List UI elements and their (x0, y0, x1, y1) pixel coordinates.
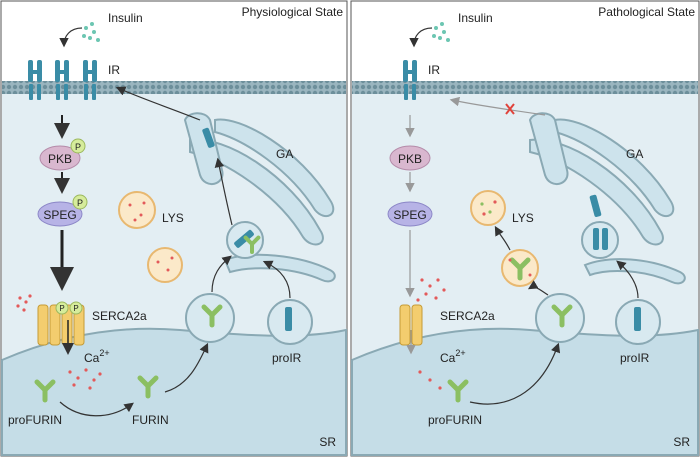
left-serca-p2-label: P (73, 304, 78, 313)
left-lys-label: LYS (162, 211, 184, 225)
right-ir-golgi-stack (589, 194, 602, 217)
right-arrow-lysosome-lysosome (494, 225, 511, 251)
right-serca-label: SERCA2a (440, 309, 495, 323)
left-lysosome-1 (118, 191, 156, 229)
left-profurin-label: proFURIN (8, 413, 62, 427)
left-ga-label: GA (276, 147, 293, 161)
right-calcium-dots-sr (418, 370, 442, 390)
left-pkb-label: PKB (48, 152, 72, 166)
left-proir-molecule (285, 307, 292, 331)
left-pkb-phospho (70, 138, 86, 154)
left-golgi (183, 112, 336, 283)
right-pkb (389, 145, 431, 171)
left-serca-p1-label: P (59, 304, 64, 313)
right-proir-label: proIR (620, 351, 650, 365)
right-speg-label: SPEG (393, 208, 426, 222)
left-insulin-arrow (59, 27, 83, 48)
left-speg-label: SPEG (43, 208, 76, 222)
left-arrow-profurin-furin (59, 401, 134, 417)
left-ir-transport (202, 127, 215, 148)
left-serca2a (37, 304, 85, 346)
left-ir-label: IR (108, 63, 120, 77)
left-lysosome-2 (147, 247, 183, 283)
right-lys-label: LYS (512, 211, 534, 225)
left-serca-phospho-1 (55, 301, 69, 315)
right-calcium-dots-top (416, 278, 446, 302)
right-ga-label: GA (626, 147, 643, 161)
left-calcium-dots-sr (68, 368, 102, 390)
right-ir-label: IR (428, 63, 440, 77)
right-insulin-dots (432, 22, 450, 42)
left-pkb-p-label: P (75, 142, 81, 152)
right-ca-label: Ca2+ (440, 348, 466, 365)
left-calcium-dots-top (16, 294, 32, 312)
right-arrow-to-lysosome (527, 280, 549, 296)
right-profurin-label: proFURIN (428, 413, 482, 427)
right-proir-molecule (634, 307, 641, 331)
left-arrow-proir-golgi (262, 260, 291, 299)
left-pkb (39, 145, 81, 171)
right-sr-label: SR (673, 435, 690, 449)
left-title: Physiological State (242, 5, 344, 19)
left-insulin-dots (82, 22, 100, 42)
right-lysosome-2 (501, 249, 539, 287)
right-lysosome-1 (470, 190, 506, 226)
left-serca-label: SERCA2a (92, 309, 147, 323)
left-speg (37, 201, 83, 227)
right-block-mark (505, 103, 515, 115)
left-arrow-vesicle-golgi (211, 255, 232, 293)
left-sr (1, 327, 347, 456)
left-arrow-golgi-out (214, 157, 233, 226)
left-ca-label: Ca2+ (84, 348, 110, 365)
left-proir-label: proIR (272, 351, 302, 365)
right-arrow-blocked (449, 96, 546, 116)
left-arrow-furin-vesicle (164, 342, 209, 393)
right-title: Pathological State (598, 5, 695, 19)
left-plasma-membrane (2, 81, 346, 94)
left-furin-label: FURIN (132, 413, 169, 427)
right-ir-in-golgi-1 (593, 228, 599, 250)
right-panel: Pathological State Insulin IR PKB SPEG L… (350, 0, 700, 457)
left-sr-label: SR (319, 435, 336, 449)
right-speg (387, 201, 433, 227)
right-pkb-label: PKB (398, 152, 422, 166)
left-arrow-to-membrane (115, 86, 201, 121)
left-speg-phospho (72, 194, 88, 210)
right-insulin-label: Insulin (458, 11, 493, 25)
right-ir-in-golgi-2 (602, 228, 608, 250)
right-arrow-proir-golgi (616, 260, 639, 299)
right-plasma-membrane (352, 81, 698, 94)
left-serca-phospho-2 (69, 301, 83, 315)
left-insulin-label: Insulin (108, 11, 143, 25)
left-ir-in-golgi (234, 229, 254, 248)
right-arrow-profurin-vesicle (469, 342, 561, 405)
right-insulin-arrow (409, 27, 433, 48)
right-serca2a (399, 304, 423, 346)
left-panel: Physiological State Insulin IR PKB P SPE… (0, 0, 348, 457)
right-golgi-vesicle (581, 221, 619, 259)
left-speg-p-label: P (77, 198, 83, 208)
